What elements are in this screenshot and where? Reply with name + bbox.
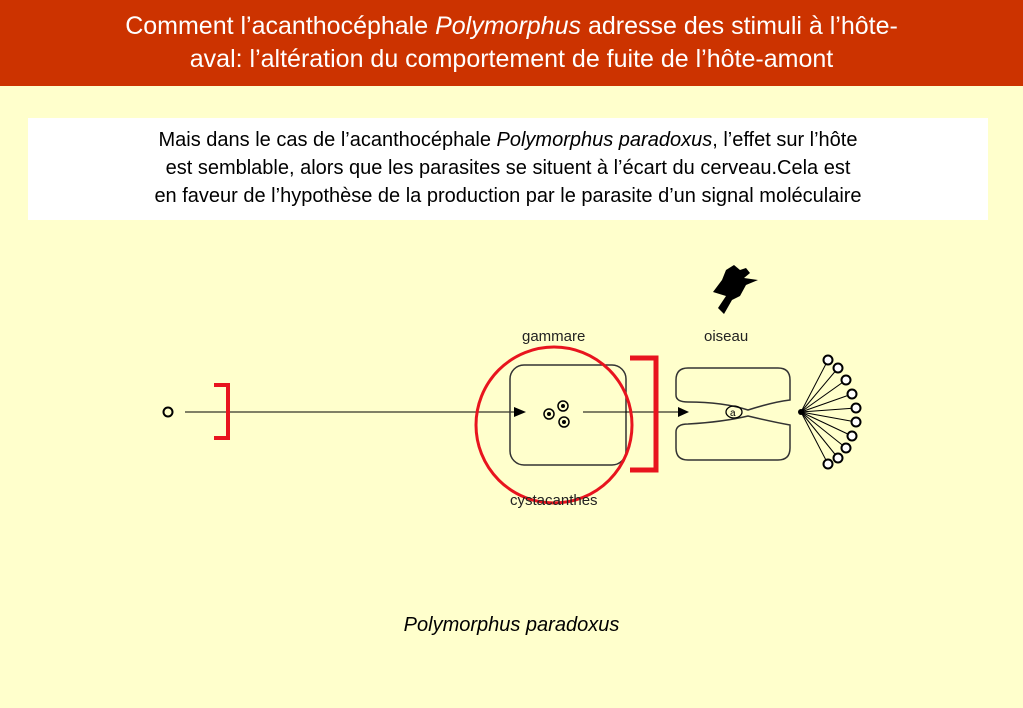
title-line-1: Comment l’acanthocéphale Polymorphus adr… [125, 12, 898, 40]
figure-caption: Polymorphus paradoxus [403, 614, 620, 636]
egg-icon [162, 406, 174, 418]
cystacanth-icon [543, 400, 570, 428]
explanation-species: Polymorphus paradoxus [496, 129, 713, 151]
label-oiseau: oiseau [704, 328, 749, 345]
oiseau-intestine-bottom [675, 415, 791, 461]
explanation-line-1: Mais dans le cas de l’acanthocéphale Pol… [158, 129, 858, 151]
bird-icon [713, 265, 758, 314]
label-cystacanthes: cystacanthes [510, 492, 598, 509]
adult-worm-label: a [730, 408, 736, 419]
explanation-textbox: Mais dans le cas de l’acanthocéphale Pol… [28, 118, 988, 220]
oiseau-intestine-top [675, 367, 791, 411]
red-bracket-left [214, 383, 230, 440]
arrow-head-oiseau [678, 407, 689, 417]
life-cycle-diagram: a gammare oiseau cystacanthes [128, 240, 900, 565]
title-line-2: aval: l’altération du comportement de fu… [189, 45, 834, 73]
label-gammare: gammare [522, 328, 586, 345]
explanation-line-2: est semblable, alors que les parasites s… [165, 157, 851, 179]
arrow-head-gammare [514, 407, 526, 417]
adult-worm-icon [725, 405, 743, 419]
egg-cluster-icon [798, 354, 862, 470]
explanation-line-3: en faveur de l’hypothèse de la productio… [154, 185, 862, 207]
highlight-circle [474, 345, 634, 505]
slide-title: Comment l’acanthocéphale Polymorphus adr… [0, 0, 1023, 86]
title-species: Polymorphus [435, 12, 581, 40]
red-bracket-right [630, 355, 659, 473]
gammare-box [509, 364, 627, 466]
